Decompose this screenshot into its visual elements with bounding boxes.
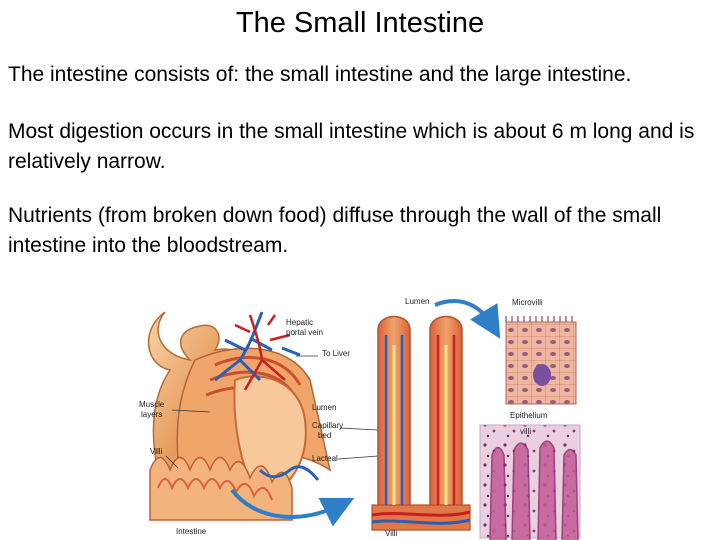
label-bed: bed <box>318 431 331 440</box>
slide-title: The Small Intestine <box>235 7 485 39</box>
intestine-illustration <box>148 311 332 521</box>
label-capillary: Capillary <box>312 421 343 430</box>
villi-micrograph <box>479 424 581 540</box>
arrow-to-villus <box>230 488 355 527</box>
arrow-to-microvilli <box>434 299 501 339</box>
label-intestine: Intestine <box>176 527 207 536</box>
cell-nucleus <box>533 364 551 386</box>
label-lumen-mid: Lumen <box>312 403 336 412</box>
leader-muscle <box>171 409 211 413</box>
label-epithelium: Epithelium <box>510 411 548 420</box>
villi-inner <box>157 478 273 501</box>
villus-illustration <box>371 315 471 531</box>
vessel-base-blue <box>371 518 471 525</box>
paragraph-nutrients: Nutrients (from broken down food) diffus… <box>8 204 662 257</box>
label-villi-bottom: Villi <box>385 529 398 538</box>
microvilli-brush <box>505 316 573 322</box>
cross-section-rim <box>233 375 307 502</box>
vessel-base <box>371 510 471 517</box>
paragraph-intestine-parts: The intestine consists of: the small int… <box>8 63 632 86</box>
villi-folds <box>149 456 293 521</box>
hepatic-portal-vein-vessels <box>214 311 301 382</box>
capillary-bed-right <box>436 335 456 505</box>
label-lumen-top: Lumen <box>405 297 429 306</box>
label-hepatic: Hepatic <box>286 318 313 327</box>
label-villi-left: Villi <box>150 447 163 456</box>
label-muscle: Muscle <box>139 400 165 409</box>
blue-vessels-lower <box>258 465 320 481</box>
epithelium-cells <box>505 316 577 405</box>
arteries <box>234 314 291 391</box>
leader-villi <box>165 455 179 469</box>
leader-villus-labels <box>337 427 379 460</box>
label-lacteal: Lacteal <box>312 454 338 463</box>
label-portal-vein: portal vein <box>286 328 323 337</box>
label-to-liver: To Liver <box>322 349 350 358</box>
villus-base <box>371 504 471 531</box>
label-layers: layers <box>141 410 162 419</box>
label-microvilli: Microvilli <box>512 298 543 307</box>
label-villi-micro: villi <box>520 427 531 436</box>
paragraph-digestion: Most digestion occurs in the small intes… <box>8 120 695 173</box>
capillary-bed-left <box>384 335 404 505</box>
